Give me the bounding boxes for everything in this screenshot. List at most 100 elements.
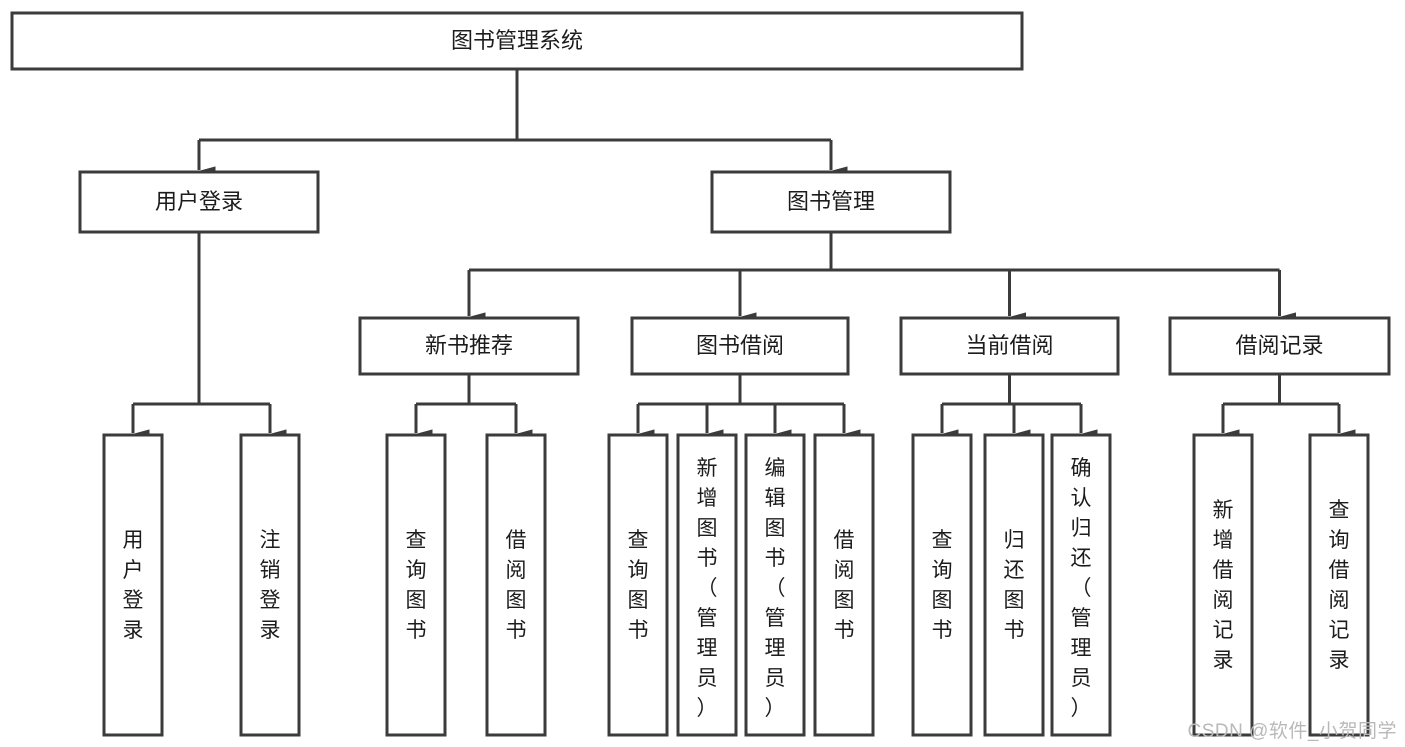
node-label-char: 归 <box>1071 517 1092 540</box>
node-label-char: 图 <box>506 589 527 612</box>
node-l1[interactable]: 用户登录 <box>102 433 164 737</box>
node-box[interactable] <box>10 11 1024 71</box>
node-current[interactable]: 当前借阅 <box>899 316 1120 376</box>
node-label-char: 查 <box>932 529 953 552</box>
node-root[interactable]: 图书管理系统 <box>10 11 1024 71</box>
node-label-char: （ <box>697 577 718 600</box>
node-box[interactable] <box>899 316 1120 376</box>
node-label: 新书推荐 <box>425 333 513 358</box>
node-label-char: ） <box>1071 697 1092 720</box>
node-label-char: 书 <box>628 619 649 642</box>
node-records[interactable]: 借阅记录 <box>1168 316 1391 376</box>
node-box[interactable] <box>744 433 806 737</box>
node-label-char: ） <box>765 697 786 720</box>
node-label-char: 管 <box>765 607 786 630</box>
node-label-char: 认 <box>1071 487 1092 510</box>
node-label-char: （ <box>765 577 786 600</box>
node-label-char: 询 <box>932 559 953 582</box>
node-label-char: 记 <box>1213 619 1234 642</box>
node-label-char: 录 <box>1213 649 1234 672</box>
node-label-char: 增 <box>1213 529 1234 552</box>
node-label-char: 登 <box>260 589 281 612</box>
node-label: 用户登录 <box>155 189 243 214</box>
node-label-char: 录 <box>1329 649 1350 672</box>
node-bookmgmt[interactable]: 图书管理 <box>710 170 952 234</box>
node-label-char: 还 <box>1071 547 1092 570</box>
node-label-char: 录 <box>123 619 144 642</box>
node-box[interactable] <box>1308 433 1370 737</box>
node-label: 图书管理系统 <box>451 28 583 53</box>
node-login[interactable]: 用户登录 <box>78 170 320 234</box>
node-label: 当前借阅 <box>965 333 1053 358</box>
node-newbook[interactable]: 新书推荐 <box>358 316 580 376</box>
node-box[interactable] <box>102 433 164 737</box>
node-label-char: 阅 <box>1329 589 1350 612</box>
node-label-char: 注 <box>260 529 281 552</box>
node-label-char: 借 <box>506 529 527 552</box>
node-label-char: 理 <box>765 637 786 660</box>
node-label-char: 用 <box>123 529 144 552</box>
node-label-char: 书 <box>834 619 855 642</box>
node-box[interactable] <box>1168 316 1391 376</box>
node-label-char: 录 <box>260 619 281 642</box>
node-label-char: ） <box>697 697 718 720</box>
node-label-char: 图 <box>697 517 718 540</box>
node-box[interactable] <box>813 433 875 737</box>
node-box[interactable] <box>710 170 952 234</box>
node-label-char: 询 <box>628 559 649 582</box>
node-box[interactable] <box>630 316 850 376</box>
node-borrow[interactable]: 图书借阅 <box>630 316 850 376</box>
node-label-char: 查 <box>1329 499 1350 522</box>
node-label-char: 归 <box>1004 529 1025 552</box>
node-label-char: 借 <box>834 529 855 552</box>
node-label: 图书借阅 <box>696 333 784 358</box>
node-label-char: 阅 <box>506 559 527 582</box>
node-label-char: 图 <box>932 589 953 612</box>
node-label-char: 理 <box>697 637 718 660</box>
node-label-char: 编 <box>765 457 786 480</box>
node-label-char: 书 <box>765 547 786 570</box>
node-label-char: 确 <box>1071 457 1092 480</box>
node-box[interactable] <box>1192 433 1254 737</box>
node-label-char: 员 <box>697 667 718 690</box>
node-box[interactable] <box>607 433 669 737</box>
node-box[interactable] <box>485 433 547 737</box>
node-box[interactable] <box>78 170 320 234</box>
node-label-char: 新 <box>697 457 718 480</box>
node-label-char: 阅 <box>1213 589 1234 612</box>
node-label-char: 阅 <box>834 559 855 582</box>
node-label-char: 借 <box>1213 559 1234 582</box>
node-label-char: 登 <box>123 589 144 612</box>
node-label-char: 图 <box>834 589 855 612</box>
node-box[interactable] <box>983 433 1045 737</box>
node-box[interactable] <box>239 433 301 737</box>
node-label-char: （ <box>1071 577 1092 600</box>
node-box[interactable] <box>676 433 738 737</box>
node-label-char: 图 <box>1004 589 1025 612</box>
node-label-char: 询 <box>406 559 427 582</box>
node-label-char: 新 <box>1213 499 1234 522</box>
node-box[interactable] <box>358 316 580 376</box>
node-label-char: 员 <box>765 667 786 690</box>
node-box[interactable] <box>385 433 447 737</box>
node-box[interactable] <box>1050 433 1112 737</box>
node-box[interactable] <box>911 433 973 737</box>
node-label-char: 图 <box>765 517 786 540</box>
node-label-char: 书 <box>932 619 953 642</box>
node-label: 图书管理 <box>787 189 875 214</box>
node-label-char: 理 <box>1071 637 1092 660</box>
